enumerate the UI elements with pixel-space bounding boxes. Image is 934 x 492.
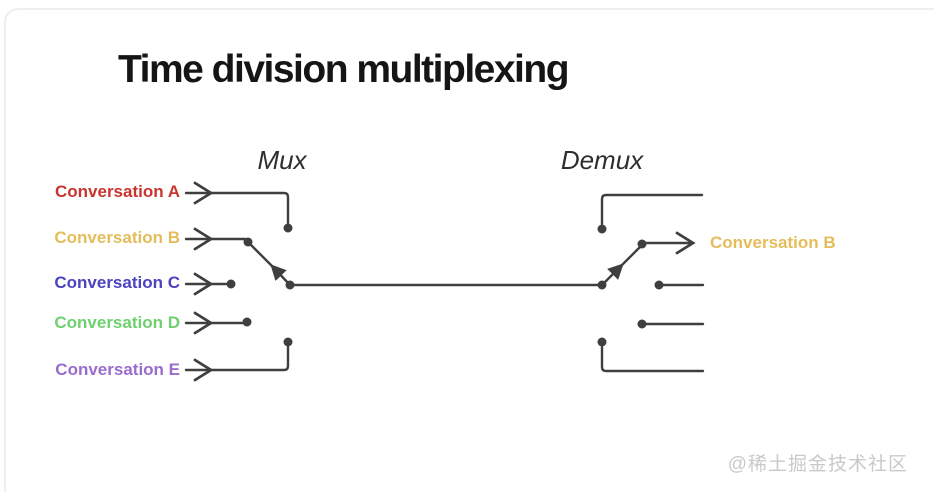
output-label-conversation-b: Conversation B bbox=[710, 233, 836, 252]
output-line-e bbox=[602, 347, 703, 371]
mux-contact-dot-c bbox=[226, 279, 236, 289]
input-arrow-b-icon bbox=[195, 229, 211, 249]
mux-contact-dot-e bbox=[283, 337, 293, 347]
demux-contact-dot-a bbox=[597, 224, 607, 234]
demux-switch bbox=[597, 195, 704, 371]
input-arrow-a-icon bbox=[195, 183, 211, 203]
input-label-conversation-d: Conversation D bbox=[54, 313, 180, 332]
mux-selector-arm-tip bbox=[251, 245, 272, 266]
mux-switch bbox=[186, 183, 295, 380]
input-label-conversation-a: Conversation A bbox=[54, 182, 180, 201]
demux-selector-arm-tip bbox=[622, 247, 640, 265]
input-arrow-d-icon bbox=[195, 313, 211, 333]
output-arrow-b-icon bbox=[677, 233, 693, 253]
input-label-conversation-b: Conversation B bbox=[54, 228, 180, 247]
mux-contact-dot-a bbox=[283, 223, 293, 233]
mux-label: Mux bbox=[257, 145, 307, 175]
input-label-conversation-e: Conversation E bbox=[55, 360, 180, 379]
input-line-a bbox=[186, 193, 288, 223]
page-title: Time division multiplexing bbox=[118, 48, 570, 91]
output-line-a bbox=[602, 195, 702, 224]
mux-contact-dot-d bbox=[242, 317, 252, 327]
input-arrow-c-icon bbox=[195, 274, 211, 294]
input-label-conversation-c: Conversation C bbox=[54, 273, 180, 292]
demux-selector-arm bbox=[602, 263, 624, 285]
demux-label: Demux bbox=[560, 145, 644, 175]
demux-contact-dot-e bbox=[597, 337, 607, 347]
input-arrow-e-icon bbox=[195, 360, 211, 380]
input-line-e bbox=[186, 347, 288, 370]
watermark: @稀土掘金技术社区 bbox=[727, 454, 908, 475]
